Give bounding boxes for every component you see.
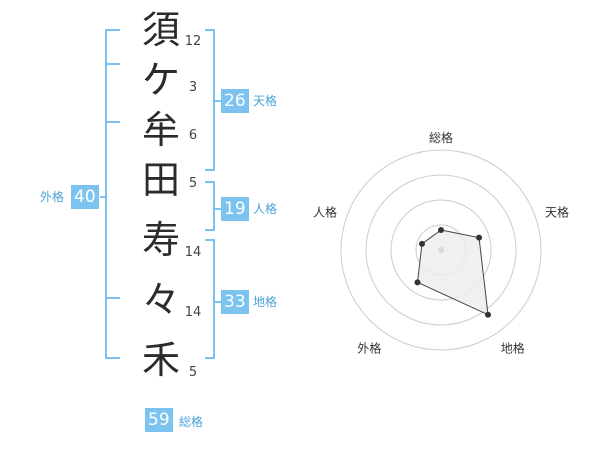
- soukaku-value: 59: [145, 408, 173, 432]
- stroke-count-4: 5: [188, 176, 198, 191]
- name-char-4: 田: [141, 158, 180, 202]
- stroke-count-2: 3: [188, 80, 198, 95]
- tenkaku-value: 26: [221, 89, 249, 113]
- radar-point-5: [418, 240, 425, 247]
- radar-point-2: [476, 234, 483, 241]
- name-char-6: 々: [141, 278, 180, 322]
- radar-point-3: [485, 311, 492, 318]
- radar-axis-label-4: 外格: [357, 341, 381, 356]
- radar-ring-2: [390, 199, 492, 301]
- jinkaku-bracket: [205, 181, 215, 231]
- jinkaku-value: 19: [221, 197, 249, 221]
- radar-ring-4: [340, 149, 542, 351]
- radar-polygon: [416, 229, 489, 316]
- radar-axis-label-2: 天格: [545, 204, 569, 219]
- gaikaku-bracket: [105, 29, 120, 359]
- chikaku-label: 地格: [253, 295, 278, 309]
- name-char-5: 寿: [141, 218, 180, 262]
- radar-axis-label-3: 地格: [501, 341, 525, 356]
- stroke-count-3: 6: [188, 128, 198, 143]
- name-char-1: 須: [141, 8, 180, 52]
- tenkaku-bracket: [205, 29, 215, 171]
- radar-axis-label-1: 総格: [429, 130, 453, 145]
- gaikaku-label: 外格: [40, 190, 65, 204]
- chikaku-bracket: [205, 239, 215, 359]
- name-char-3: 牟: [141, 108, 180, 152]
- radar-axis-label-5: 人格: [313, 204, 337, 219]
- radar-ring-3: [365, 174, 517, 326]
- chikaku-value: 33: [221, 290, 249, 314]
- radar-point-4: [414, 279, 421, 286]
- jinkaku-label: 人格: [253, 202, 278, 216]
- gaikaku-value: 40: [71, 185, 99, 209]
- soukaku-label: 総格: [179, 415, 204, 429]
- tenkaku-label: 天格: [253, 94, 278, 108]
- radar-center: [438, 247, 444, 253]
- stroke-count-7: 5: [188, 365, 198, 380]
- name-char-2: ケ: [141, 58, 180, 102]
- stroke-count-5: 14: [184, 245, 202, 260]
- stroke-count-6: 14: [184, 305, 202, 320]
- name-char-7: 禾: [141, 338, 180, 382]
- radar-point-1: [438, 227, 444, 233]
- stroke-count-1: 12: [184, 34, 202, 49]
